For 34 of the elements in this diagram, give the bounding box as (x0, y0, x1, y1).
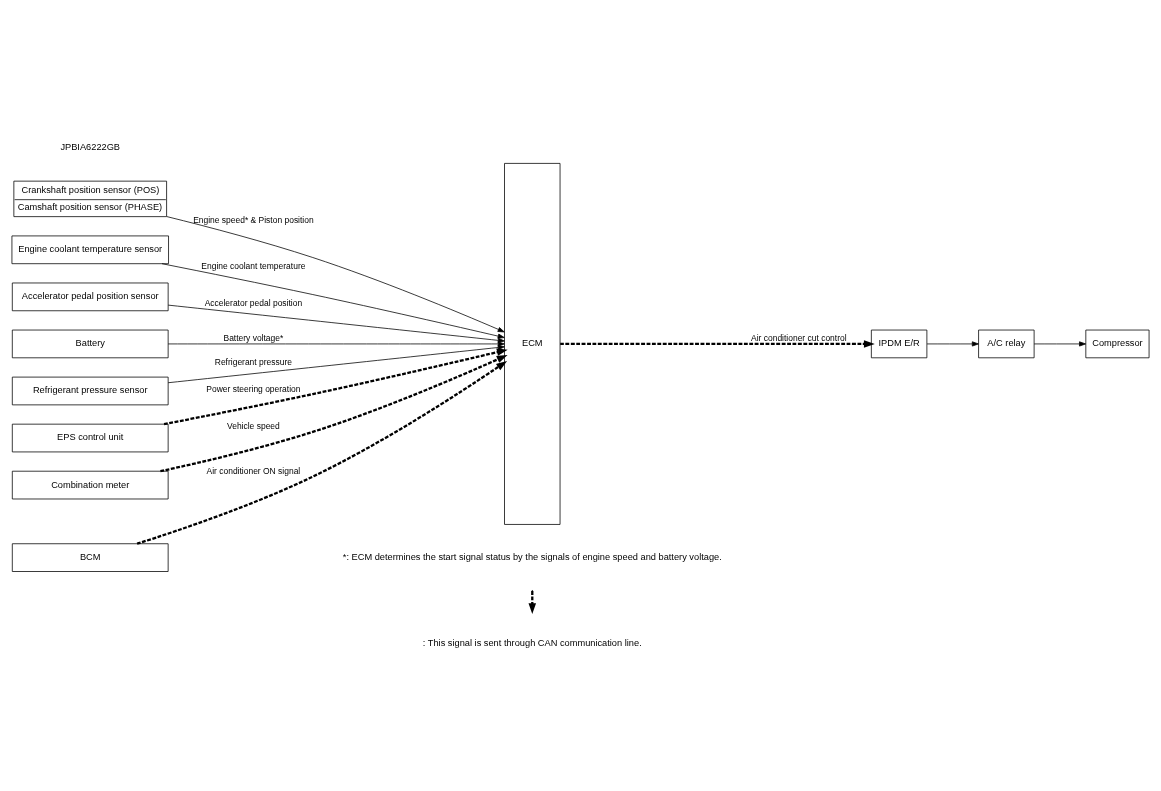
node-box: Refrigerant pressure sensor (11, 376, 169, 405)
edge-label: Engine speed* & Piston position (193, 214, 314, 225)
arrow (167, 344, 505, 383)
arrow (167, 340, 505, 346)
label: *: ECM determines the start signal status by the signals of engine speed and battery voltage. (342, 551, 722, 562)
node-box: Engine coolant temperature sensor (11, 235, 169, 264)
arrow (167, 304, 505, 343)
edge-label: Vehicle speed (227, 420, 280, 431)
node-box: IPDM E/R (870, 329, 928, 358)
edge-label: Accelerator pedal position (204, 297, 303, 308)
arrow (1033, 340, 1087, 346)
node-box: ECM (504, 162, 561, 525)
legend-label: : This signal is sent through CAN communication line. (422, 637, 642, 648)
node-box: Battery (11, 329, 169, 358)
arrow (560, 339, 875, 348)
node-box: Combination meter (11, 470, 169, 499)
edge-label: Air conditioner cut control (751, 332, 847, 343)
arrow (160, 354, 508, 472)
edge-label: Battery voltage* (223, 332, 284, 343)
arrow (136, 360, 508, 545)
label: JPBIA6222GB (60, 141, 121, 152)
edge-label: Air conditioner ON signal (206, 465, 301, 476)
arrow (926, 340, 979, 346)
edge-label: Engine coolant temperature (201, 260, 306, 271)
node-box: EPS control unit (11, 423, 169, 452)
node-box: BCM (11, 542, 169, 572)
node-box: Compressor (1085, 329, 1150, 358)
node-box: Accelerator pedal position sensor (11, 282, 169, 311)
edge-label: Refrigerant pressure (214, 356, 292, 367)
node-box: A/C relay (978, 329, 1035, 358)
arrow (166, 215, 505, 332)
arrow (163, 347, 508, 425)
edge-label: Power steering operation (206, 383, 301, 394)
arrow (161, 262, 505, 339)
